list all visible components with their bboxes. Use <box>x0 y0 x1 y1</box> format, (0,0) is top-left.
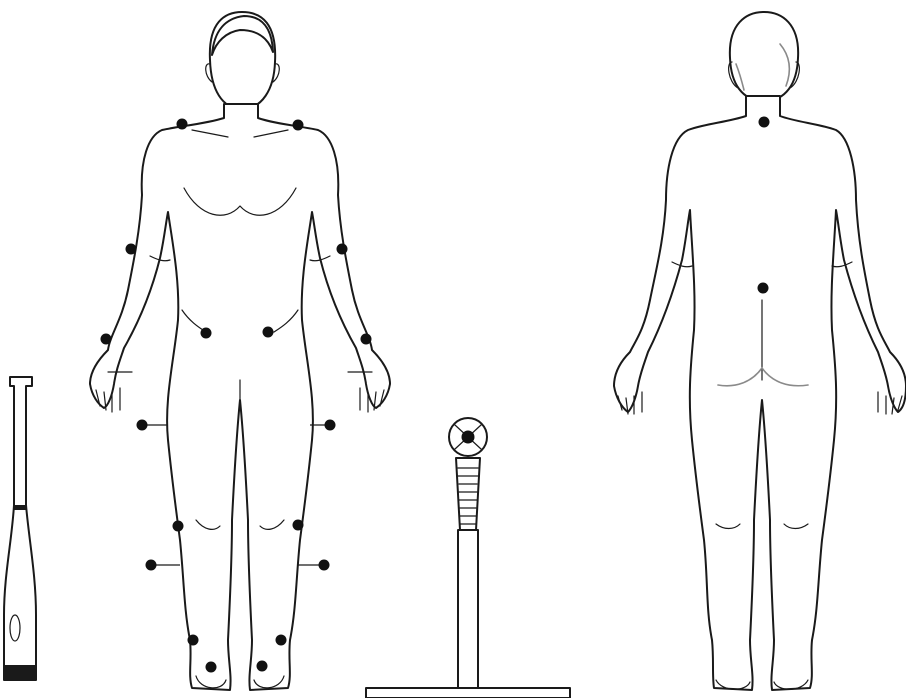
marker-c7 <box>759 117 770 128</box>
back-head <box>729 12 800 102</box>
bat-grip-band <box>14 505 26 510</box>
bat-end-cap <box>5 665 35 680</box>
marker-right-wrist <box>361 334 372 345</box>
back-torso <box>614 96 906 690</box>
marker-left-shank <box>146 560 157 571</box>
marker-left-ankle <box>188 635 199 646</box>
marker-right-ankle <box>276 635 287 646</box>
marker-right-hip <box>263 327 274 338</box>
back-figure <box>614 12 906 690</box>
marker-right-shoulder <box>293 120 304 131</box>
marker-left-shoulder <box>177 119 188 130</box>
marker-right-knee <box>293 520 304 531</box>
marker-left-knee <box>173 521 184 532</box>
marker-right-thigh <box>325 420 336 431</box>
marker-left-hip <box>201 328 212 339</box>
batting-tee-icon <box>366 418 570 698</box>
marker-left-thigh <box>137 420 148 431</box>
marker-left-elbow <box>126 244 137 255</box>
marker-right-shank <box>319 560 330 571</box>
front-figure <box>90 12 390 690</box>
marker-left-wrist <box>101 334 112 345</box>
bat-label <box>10 615 20 641</box>
marker-left-toe <box>206 662 217 673</box>
baseball-bat-icon <box>4 377 36 680</box>
marker-sacrum <box>758 283 769 294</box>
front-head <box>206 12 280 110</box>
marker-right-elbow <box>337 244 348 255</box>
marker-right-toe <box>257 661 268 672</box>
